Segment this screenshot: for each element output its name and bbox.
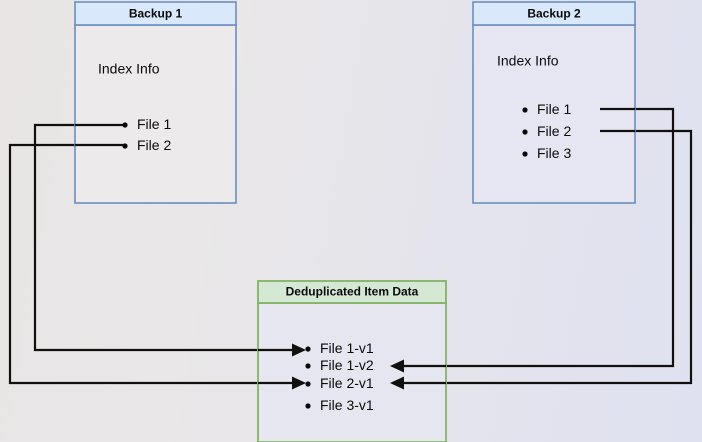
bullet-icon: [305, 403, 311, 409]
connector-overlay-group: [258, 343, 446, 390]
backup-1-file-list: File 1 File 2: [122, 116, 171, 153]
backup-1-index-info-label: Index Info: [98, 61, 160, 77]
connector-stub-group: [75, 107, 635, 147]
box-deduplicated-item-data[interactable]: Deduplicated Item Data File 1-v1 File 1-…: [257, 280, 447, 442]
bullet-icon: [522, 129, 528, 135]
box-backup-1[interactable]: Backup 1 Index Info File 1 File 2: [74, 1, 237, 204]
bullet-icon: [522, 151, 528, 157]
list-item: File 1-v2: [320, 357, 374, 373]
bullet-icon: [305, 363, 311, 369]
backup-2-file-list: File 1 File 2 File 3: [522, 101, 571, 161]
bullet-icon: [122, 122, 128, 128]
list-item: File 3-v1: [320, 397, 374, 413]
arrow-head-icon: [390, 376, 404, 390]
list-item: File 3: [537, 145, 571, 161]
dedup-file-list: File 1-v1 File 1-v2 File 2-v1 File 3-v1: [305, 340, 374, 413]
list-item: File 1: [137, 116, 171, 132]
dedup-header-bar: [257, 280, 447, 304]
backup-1-body: [74, 24, 237, 204]
dedup-header-label: Deduplicated Item Data: [286, 285, 419, 299]
bullet-icon: [522, 107, 528, 113]
arrow-head-icon: [390, 359, 404, 373]
connector-line: [404, 129, 693, 385]
backup-1-header-bar: [74, 1, 237, 26]
list-item: File 1-v1: [320, 340, 374, 356]
list-item: File 2: [137, 137, 171, 153]
list-item: File 2-v1: [320, 375, 374, 391]
connector-line: [8, 143, 292, 385]
connector-line: [404, 107, 675, 368]
arrow-head-icon: [292, 343, 306, 357]
bullet-icon: [305, 381, 311, 387]
arrow-head-icon: [292, 376, 306, 390]
list-item: File 1: [537, 101, 571, 117]
bullet-icon: [305, 346, 311, 352]
backup-2-body: [472, 24, 636, 204]
backup-1-header-label: Backup 1: [129, 7, 183, 21]
backup-2-header-bar: [472, 1, 636, 26]
backup-2-index-info-label: Index Info: [497, 53, 559, 69]
backup-2-header-label: Backup 2: [527, 7, 581, 21]
list-item: File 2: [537, 123, 571, 139]
box-backup-2[interactable]: Backup 2 Index Info File 1 File 2 File 3: [472, 1, 636, 204]
